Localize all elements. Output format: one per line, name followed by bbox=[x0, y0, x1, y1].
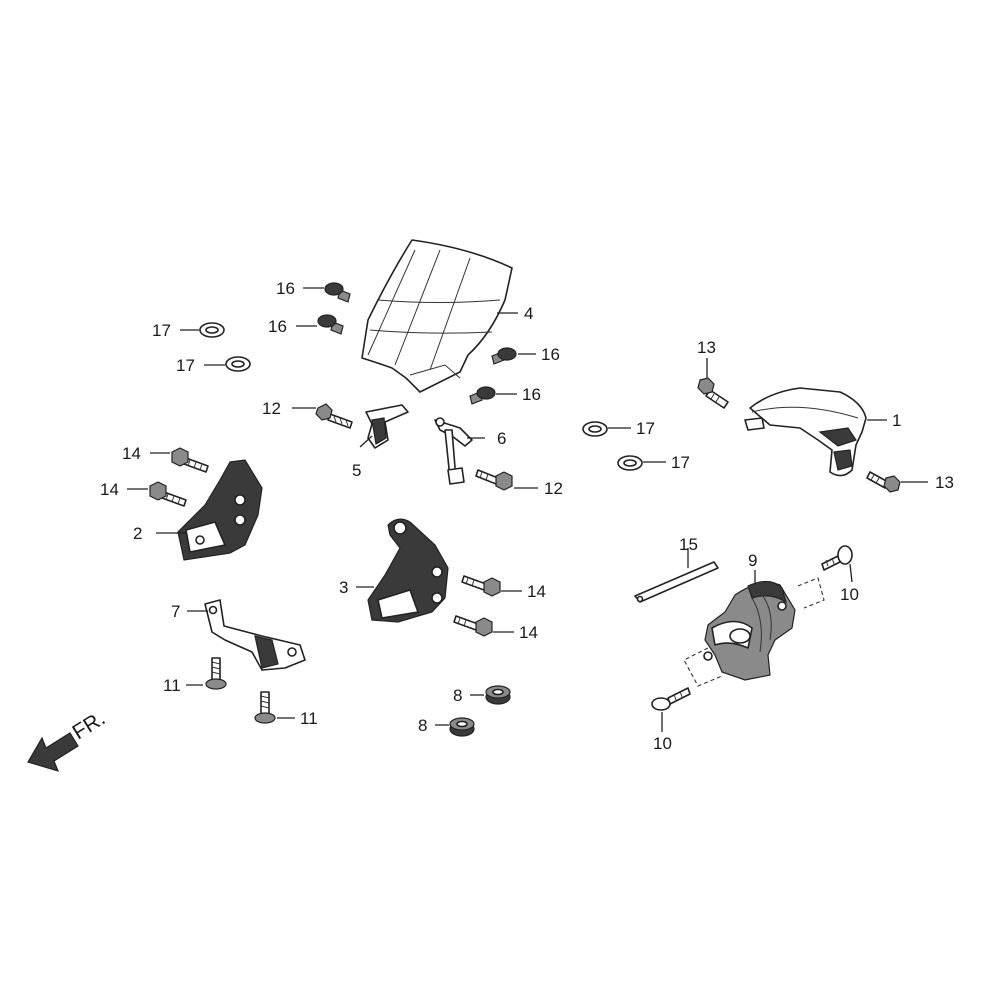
washer-part-17-c bbox=[582, 421, 608, 437]
screw-part-16-a bbox=[324, 282, 351, 303]
cover-part-1 bbox=[744, 387, 867, 477]
bolt-part-13-a bbox=[697, 377, 729, 409]
front-label: FR. bbox=[68, 707, 109, 744]
washer-part-17-a bbox=[199, 322, 225, 338]
callout-14-c: 14 bbox=[527, 582, 546, 601]
screw-part-16-b bbox=[317, 314, 344, 335]
callout-14-a: 14 bbox=[122, 444, 141, 463]
leader-lines bbox=[127, 287, 928, 732]
grommet-part-8-b bbox=[449, 717, 475, 737]
callout-15: 15 bbox=[679, 535, 698, 554]
callout-11-a: 11 bbox=[163, 676, 181, 695]
callout-12-b: 12 bbox=[544, 479, 563, 498]
callout-11-b: 11 bbox=[300, 709, 318, 728]
grommet-part-8-a bbox=[485, 685, 511, 705]
bracket-part-2 bbox=[177, 459, 263, 561]
callout-4: 4 bbox=[524, 304, 533, 323]
callout-10-b: 10 bbox=[653, 734, 672, 753]
bracket-part-5 bbox=[365, 404, 409, 449]
callout-6: 6 bbox=[497, 429, 506, 448]
callout-16-a: 16 bbox=[276, 279, 295, 298]
bracket-part-3 bbox=[367, 518, 449, 623]
callout-17-c: 17 bbox=[636, 419, 655, 438]
callout-17-d: 17 bbox=[671, 453, 690, 472]
bolt-part-11-a bbox=[205, 657, 227, 690]
callout-7: 7 bbox=[171, 602, 180, 621]
callout-13-b: 13 bbox=[935, 473, 954, 492]
screw-part-16-d bbox=[469, 386, 496, 405]
callout-14-b: 14 bbox=[100, 480, 119, 499]
windscreen-part-4 bbox=[361, 239, 513, 393]
callout-2: 2 bbox=[133, 524, 142, 543]
bolt-part-14-a bbox=[171, 447, 209, 473]
callout-3: 3 bbox=[339, 578, 348, 597]
screw-part-16-c bbox=[491, 347, 517, 365]
assembly-line bbox=[797, 577, 825, 609]
washer-part-17-d bbox=[617, 455, 643, 471]
front-direction-indicator: FR. bbox=[27, 707, 109, 772]
callout-14-d: 14 bbox=[519, 623, 538, 642]
callout-8-a: 8 bbox=[453, 686, 462, 705]
bolt-part-12-b bbox=[475, 469, 513, 491]
callout-8-b: 8 bbox=[418, 716, 427, 735]
strip-part-15 bbox=[634, 561, 719, 603]
front-arrow-icon bbox=[27, 732, 79, 772]
callout-9: 9 bbox=[748, 551, 757, 570]
stay-part-6 bbox=[434, 417, 473, 485]
screw-part-10-a bbox=[821, 545, 853, 571]
grip-part-9 bbox=[703, 580, 796, 681]
callout-16-d: 16 bbox=[522, 385, 541, 404]
callout-16-c: 16 bbox=[541, 345, 560, 364]
callout-16-b: 16 bbox=[268, 317, 287, 336]
callout-12-a: 12 bbox=[262, 399, 281, 418]
bolt-part-14-b bbox=[149, 481, 187, 507]
callout-5: 5 bbox=[352, 461, 361, 480]
callout-17-b: 17 bbox=[176, 356, 195, 375]
bolt-part-11-b bbox=[254, 691, 276, 724]
screw-part-10-b bbox=[651, 687, 691, 711]
bracket-part-7 bbox=[204, 599, 306, 671]
bolt-part-13-b bbox=[866, 471, 901, 493]
washer-part-17-b bbox=[225, 356, 251, 372]
bolt-part-12-a bbox=[315, 403, 353, 429]
callout-1: 1 bbox=[892, 411, 901, 430]
callout-13-a: 13 bbox=[697, 338, 716, 357]
callout-10-a: 10 bbox=[840, 585, 859, 604]
callout-17-a: 17 bbox=[152, 321, 171, 340]
bolt-part-14-d bbox=[453, 615, 493, 637]
bolt-part-14-c bbox=[461, 575, 501, 597]
